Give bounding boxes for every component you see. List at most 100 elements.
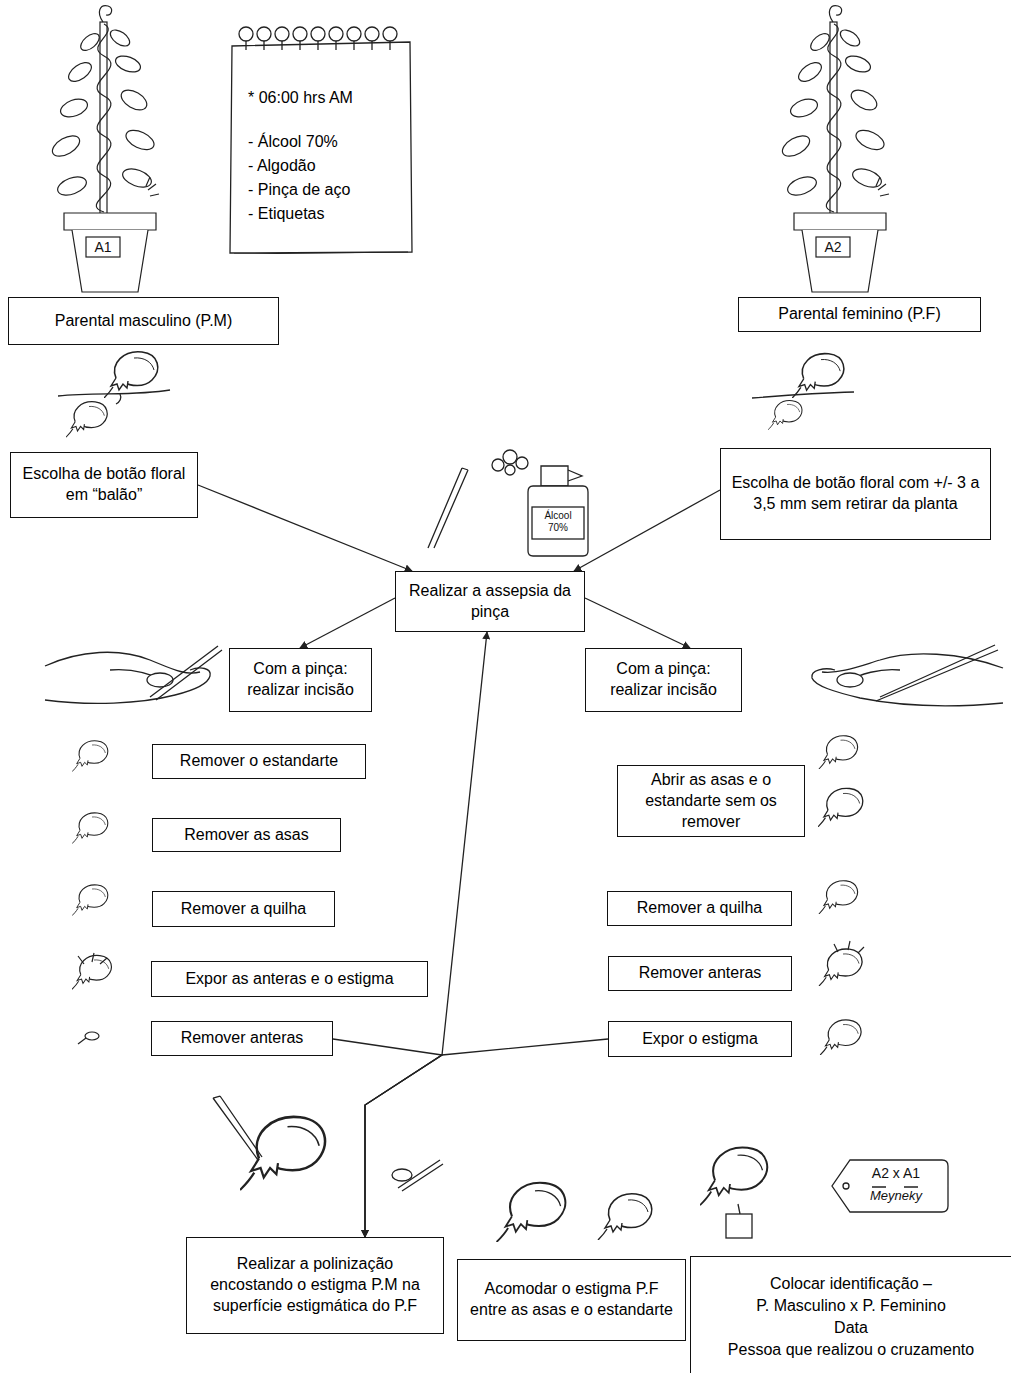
- spray-bottle: [541, 466, 568, 486]
- step-flower-icon: [820, 1020, 861, 1055]
- step-box: Acomodar o estigma P.F entre as asas e o…: [457, 1259, 686, 1341]
- note-line: - Algodão: [248, 154, 404, 178]
- step-box: Remover as asas: [152, 818, 341, 852]
- tag-text: A2 x A1: [846, 1165, 946, 1181]
- step-box: Expor as anteras e o estigma: [151, 961, 428, 997]
- step-box: Remover o estandarte: [152, 744, 366, 779]
- step-flower-icon: [818, 788, 863, 827]
- step-text: Com a pinça: realizar incisão: [593, 659, 734, 701]
- step-text: Expor o estigma: [616, 1029, 784, 1050]
- notepad-drawing: [263, 41, 264, 50]
- label-tag: [872, 1186, 918, 1187]
- pollination-sketch: [598, 1194, 652, 1240]
- flower-bud: [792, 354, 844, 398]
- flower-bud: [66, 402, 107, 437]
- notepad-drawing: [389, 41, 390, 50]
- step-text: Com a pinça: realizar incisão: [237, 659, 364, 701]
- pollination-sketch: [738, 1204, 740, 1214]
- spray-bottle: [532, 507, 584, 539]
- step-text: Acomodar o estigma P.F entre as asas e o…: [465, 1279, 678, 1321]
- step-text: Remover anteras: [616, 963, 784, 984]
- step-text: Data: [698, 1317, 1004, 1339]
- step-text: Escolha de botão floral em “balão”: [18, 464, 190, 506]
- hand-with-tweezers: [876, 645, 998, 701]
- notepad-drawing: [281, 41, 282, 50]
- step-box: Realizar a assepsia da pinça: [395, 571, 585, 632]
- step-text: Parental feminino (P.F): [746, 304, 973, 325]
- step-text: Parental masculino (P.M): [16, 311, 271, 332]
- step-flower-icon: [78, 1038, 86, 1044]
- step-box: Realizar a polinização encostando o esti…: [186, 1237, 444, 1334]
- bean-plant: [779, 6, 889, 292]
- notepad-drawing: [383, 27, 397, 41]
- flower-bud: [752, 392, 854, 398]
- spray-bottle: [428, 468, 468, 548]
- note-line: - Álcool 70%: [248, 130, 404, 154]
- step-flower-icon: [72, 741, 108, 772]
- step-box: Remover anteras: [608, 956, 792, 991]
- step-flower-icon: [72, 885, 108, 916]
- notepad-drawing: [299, 41, 300, 50]
- tag-text: Meyneky: [846, 1189, 946, 1204]
- spray-bottle: [505, 465, 515, 475]
- step-text: Remover a quilha: [615, 898, 784, 919]
- notepad-drawing: [275, 27, 289, 41]
- step-text: Remover a quilha: [160, 899, 327, 920]
- notepad-drawing: [230, 42, 412, 253]
- notepad-drawing: [239, 27, 253, 41]
- hand-with-tweezers: [45, 668, 210, 703]
- spray-bottle: [516, 457, 528, 469]
- notepad-drawing: [257, 27, 271, 41]
- step-text: Pessoa que realizou o cruzamento: [698, 1339, 1004, 1361]
- notepad-drawing: [234, 252, 408, 254]
- notepad-drawing: [329, 27, 343, 41]
- notepad-drawing: [347, 27, 361, 41]
- flower-bud: [768, 401, 802, 430]
- pot-label: A1: [88, 239, 118, 255]
- step-flower-icon: [72, 955, 111, 989]
- spray-bottle: [568, 470, 582, 481]
- step-box: Abrir as asas e o estandarte sem os remo…: [617, 765, 805, 837]
- step-text: Remover o estandarte: [160, 751, 358, 772]
- flower-bud: [58, 390, 170, 396]
- notepad-drawing: [245, 41, 246, 50]
- step-flower-icon: [72, 813, 108, 844]
- pollination-sketch: [497, 1183, 566, 1242]
- id-box: Colocar identificação –P. Masculino x P.…: [690, 1256, 1011, 1373]
- step-flower-icon: [819, 736, 858, 769]
- step-box: Com a pinça: realizar incisão: [585, 648, 742, 712]
- hand-with-tweezers: [45, 645, 1003, 706]
- spray-bottle: [503, 450, 517, 464]
- step-text: P. Masculino x P. Feminino: [698, 1295, 1004, 1317]
- step-text: Escolha de botão floral com +/- 3 a 3,5 …: [728, 473, 983, 515]
- pot-label: A2: [818, 239, 848, 255]
- flow-arrow: [574, 490, 720, 571]
- parent-box: Parental feminino (P.F): [738, 297, 981, 332]
- notepad-drawing: [353, 41, 354, 50]
- step-box: Com a pinça: realizar incisão: [229, 648, 372, 712]
- bottle-label: Álcool 70%: [533, 510, 583, 533]
- step-text: Realizar a assepsia da pinça: [403, 581, 577, 623]
- step-flower-icon: [78, 953, 107, 964]
- notepad-drawing: [311, 27, 325, 41]
- note-line: * 06:00 hrs AM: [248, 86, 404, 110]
- hand-with-tweezers: [150, 646, 222, 700]
- step-text: Remover as asas: [160, 825, 333, 846]
- notepad: * 06:00 hrs AM- Álcool 70%- Algodão- Pin…: [224, 14, 414, 254]
- pollination-sketch: [213, 1096, 262, 1160]
- step-box: Remover a quilha: [152, 891, 335, 927]
- label-tag: [832, 1160, 948, 1212]
- step-flower-icon: [819, 881, 858, 914]
- parent-box: Parental masculino (P.M): [8, 297, 279, 345]
- notepad-drawing: [317, 41, 318, 50]
- flow-arrow: [365, 1039, 608, 1237]
- step-text: Expor as anteras e o estigma: [159, 969, 420, 990]
- step-text: Remover anteras: [159, 1028, 325, 1049]
- step-box: Remover anteras: [151, 1021, 333, 1056]
- pollination-sketch: [398, 1160, 443, 1191]
- flow-arrow: [198, 485, 412, 571]
- step-box: Escolha de botão floral em “balão”: [10, 452, 198, 518]
- notepad-drawing: [293, 27, 307, 41]
